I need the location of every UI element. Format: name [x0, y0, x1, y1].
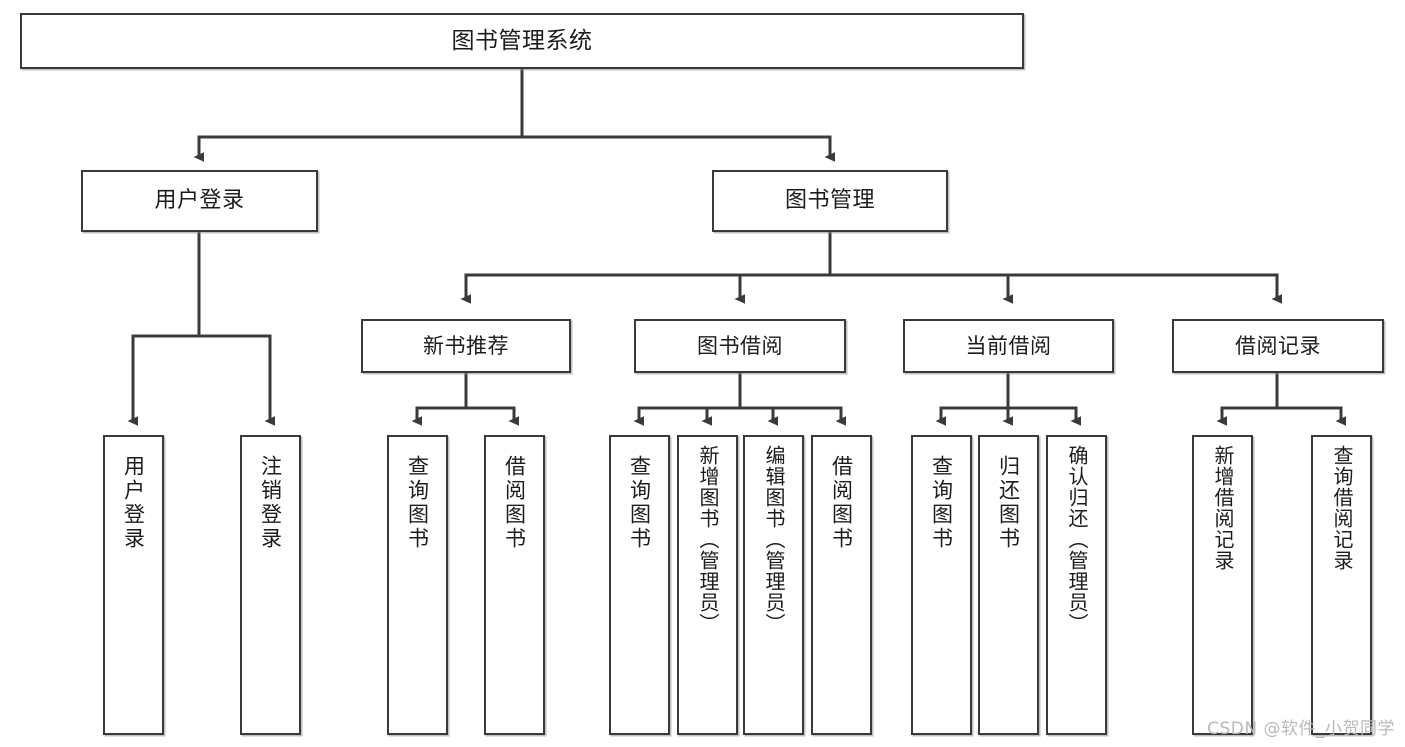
leaf-return-book[interactable]: 归还图书: [978, 435, 1039, 735]
leaf-confirm-return-admin[interactable]: 确认归还（管理员）: [1046, 435, 1107, 735]
leaf-add-book-admin[interactable]: 新增图书（管理员）: [677, 435, 738, 735]
node-label: 图书管理系统: [451, 27, 593, 54]
node-user-login[interactable]: 用户登录: [81, 170, 318, 232]
leaf-borrow-book[interactable]: 借阅图书: [811, 435, 872, 735]
node-borrow-record[interactable]: 借阅记录: [1172, 319, 1384, 373]
node-label: 用户登录: [121, 455, 146, 551]
node-label: 图书管理: [784, 188, 875, 214]
node-root-system[interactable]: 图书管理系统: [20, 13, 1024, 69]
node-label: 注销登录: [258, 455, 283, 551]
leaf-recommend-borrow-book[interactable]: 借阅图书: [484, 435, 545, 735]
node-label: 确认归还（管理员）: [1065, 445, 1089, 634]
node-label: 查询借阅记录: [1330, 445, 1354, 571]
leaf-logout[interactable]: 注销登录: [240, 435, 301, 735]
leaf-user-login[interactable]: 用户登录: [103, 435, 164, 735]
node-label: 新书推荐: [423, 333, 509, 358]
node-label: 用户登录: [154, 188, 245, 214]
node-label: 查询图书: [405, 455, 430, 551]
node-label: 查询图书: [929, 455, 954, 551]
csdn-watermark: CSDN @软件_小贺同学: [1207, 719, 1395, 739]
leaf-edit-book-admin[interactable]: 编辑图书（管理员）: [743, 435, 804, 735]
node-label: 新增借阅记录: [1211, 445, 1235, 571]
leaf-query-borrow-record[interactable]: 查询借阅记录: [1311, 435, 1372, 735]
node-book-borrow[interactable]: 图书借阅: [634, 319, 846, 373]
node-label: 查询图书: [627, 455, 652, 551]
leaf-recommend-query-book[interactable]: 查询图书: [387, 435, 448, 735]
node-label: 图书借阅: [697, 333, 783, 358]
node-new-book-recommend[interactable]: 新书推荐: [361, 319, 571, 373]
node-label: 新增图书（管理员）: [696, 445, 720, 634]
node-label: 编辑图书（管理员）: [762, 445, 786, 634]
node-label: 借阅图书: [502, 455, 527, 551]
node-label: 当前借阅: [965, 333, 1052, 358]
leaf-borrow-query-book[interactable]: 查询图书: [609, 435, 670, 735]
node-label: 借阅图书: [829, 455, 854, 551]
node-book-management[interactable]: 图书管理: [712, 170, 948, 232]
leaf-current-query-book[interactable]: 查询图书: [911, 435, 972, 735]
node-current-borrow[interactable]: 当前借阅: [903, 319, 1114, 373]
leaf-add-borrow-record[interactable]: 新增借阅记录: [1192, 435, 1253, 735]
node-label: 归还图书: [996, 455, 1021, 551]
node-label: 借阅记录: [1235, 333, 1321, 358]
